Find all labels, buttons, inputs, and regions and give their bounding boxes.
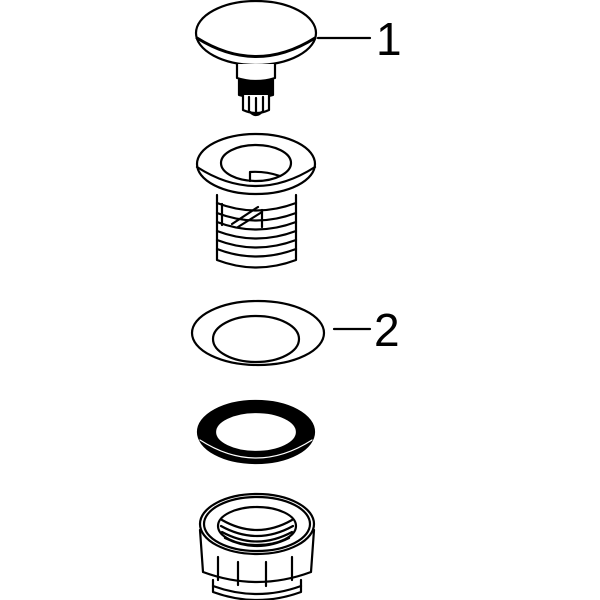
callout-label-1: 1 <box>376 13 402 65</box>
callout-label-2: 2 <box>374 304 400 356</box>
drain-body <box>195 132 317 269</box>
sealing-gasket <box>196 399 316 465</box>
cover-rosette <box>190 299 326 367</box>
drain-cap <box>194 0 318 117</box>
threaded-nut <box>198 492 316 600</box>
